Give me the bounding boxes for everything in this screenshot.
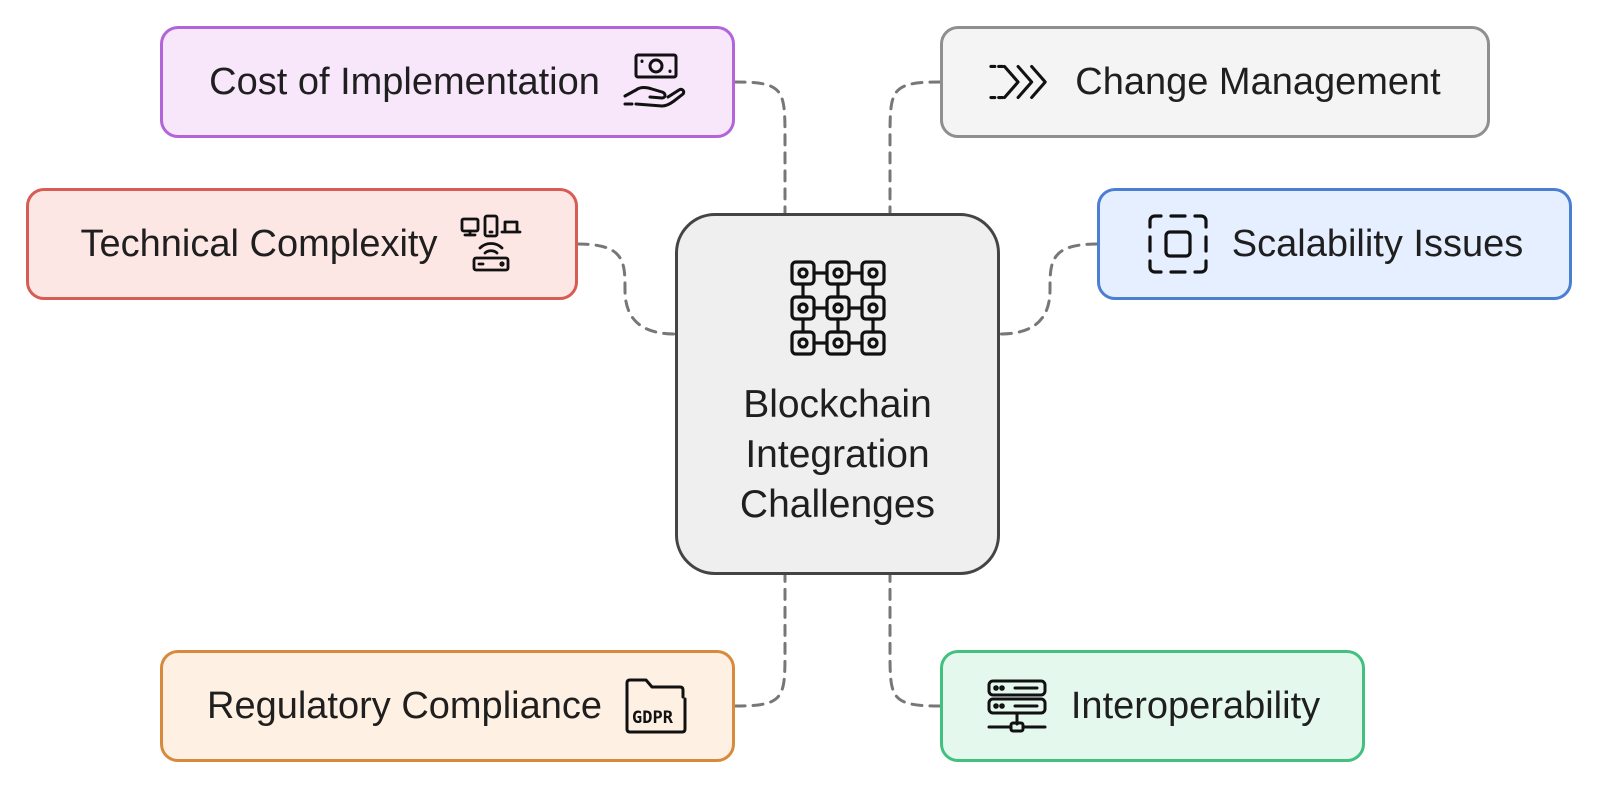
node-regulatory-compliance: Regulatory Compliance GDPR	[160, 650, 735, 762]
node-label: Interoperability	[1070, 684, 1321, 727]
gdpr-folder-icon: GDPR	[624, 674, 688, 738]
blockchain-network-icon	[789, 259, 887, 362]
connector-scalability	[998, 242, 1099, 336]
center-node: Blockchain Integration Challenges	[675, 213, 1000, 575]
resize-square-icon	[1146, 212, 1210, 276]
node-label: Change Management	[1075, 60, 1441, 103]
connector-change	[888, 80, 942, 215]
connector-regulatory	[733, 573, 787, 708]
center-title: Blockchain Integration Challenges	[739, 382, 936, 526]
connector-cost	[733, 80, 787, 215]
connector-interop	[888, 573, 942, 708]
money-hand-icon	[622, 50, 686, 114]
node-change-management: Change Management	[940, 26, 1490, 138]
node-label: Scalability Issues	[1231, 222, 1524, 265]
connector-technical	[576, 242, 677, 336]
node-label: Technical Complexity	[80, 222, 438, 265]
node-label: Regulatory Compliance	[207, 684, 602, 727]
forward-chevrons-icon	[989, 50, 1053, 114]
node-interoperability: Interoperability	[940, 650, 1365, 762]
node-technical-complexity: Technical Complexity	[26, 188, 578, 300]
server-stack-icon	[985, 674, 1049, 738]
node-scalability-issues: Scalability Issues	[1097, 188, 1572, 300]
svg-text:GDPR: GDPR	[632, 708, 674, 728]
node-label: Cost of Implementation	[209, 60, 600, 103]
node-cost-of-implementation: Cost of Implementation	[160, 26, 735, 138]
network-devices-icon	[459, 212, 523, 276]
